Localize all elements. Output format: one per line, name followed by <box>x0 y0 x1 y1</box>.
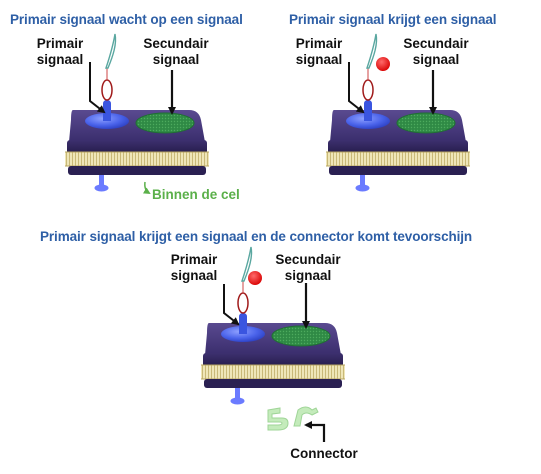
panel-1-inside-cell-arrow <box>142 181 151 195</box>
panel-3-signal-molecule <box>248 271 262 285</box>
panel-3-title: Primair signaal krijgt een signaal en de… <box>40 229 473 244</box>
connector-arrow <box>304 421 326 442</box>
panel-1-title: Primair signaal wacht op een signaal <box>10 12 243 27</box>
panel-2-title: Primair signaal krijgt een signaal <box>289 12 497 27</box>
panel-1-inside-cell-label: Binnen de cel <box>152 187 240 202</box>
connector-label: Connector <box>290 446 358 461</box>
panel-2-primary-arrow <box>348 62 365 114</box>
panel-3-primary-arrow <box>223 284 240 326</box>
panel-2-signal-molecule <box>376 57 390 71</box>
panel-1-primary-arrow <box>89 62 106 114</box>
connector-molecule <box>267 406 319 431</box>
